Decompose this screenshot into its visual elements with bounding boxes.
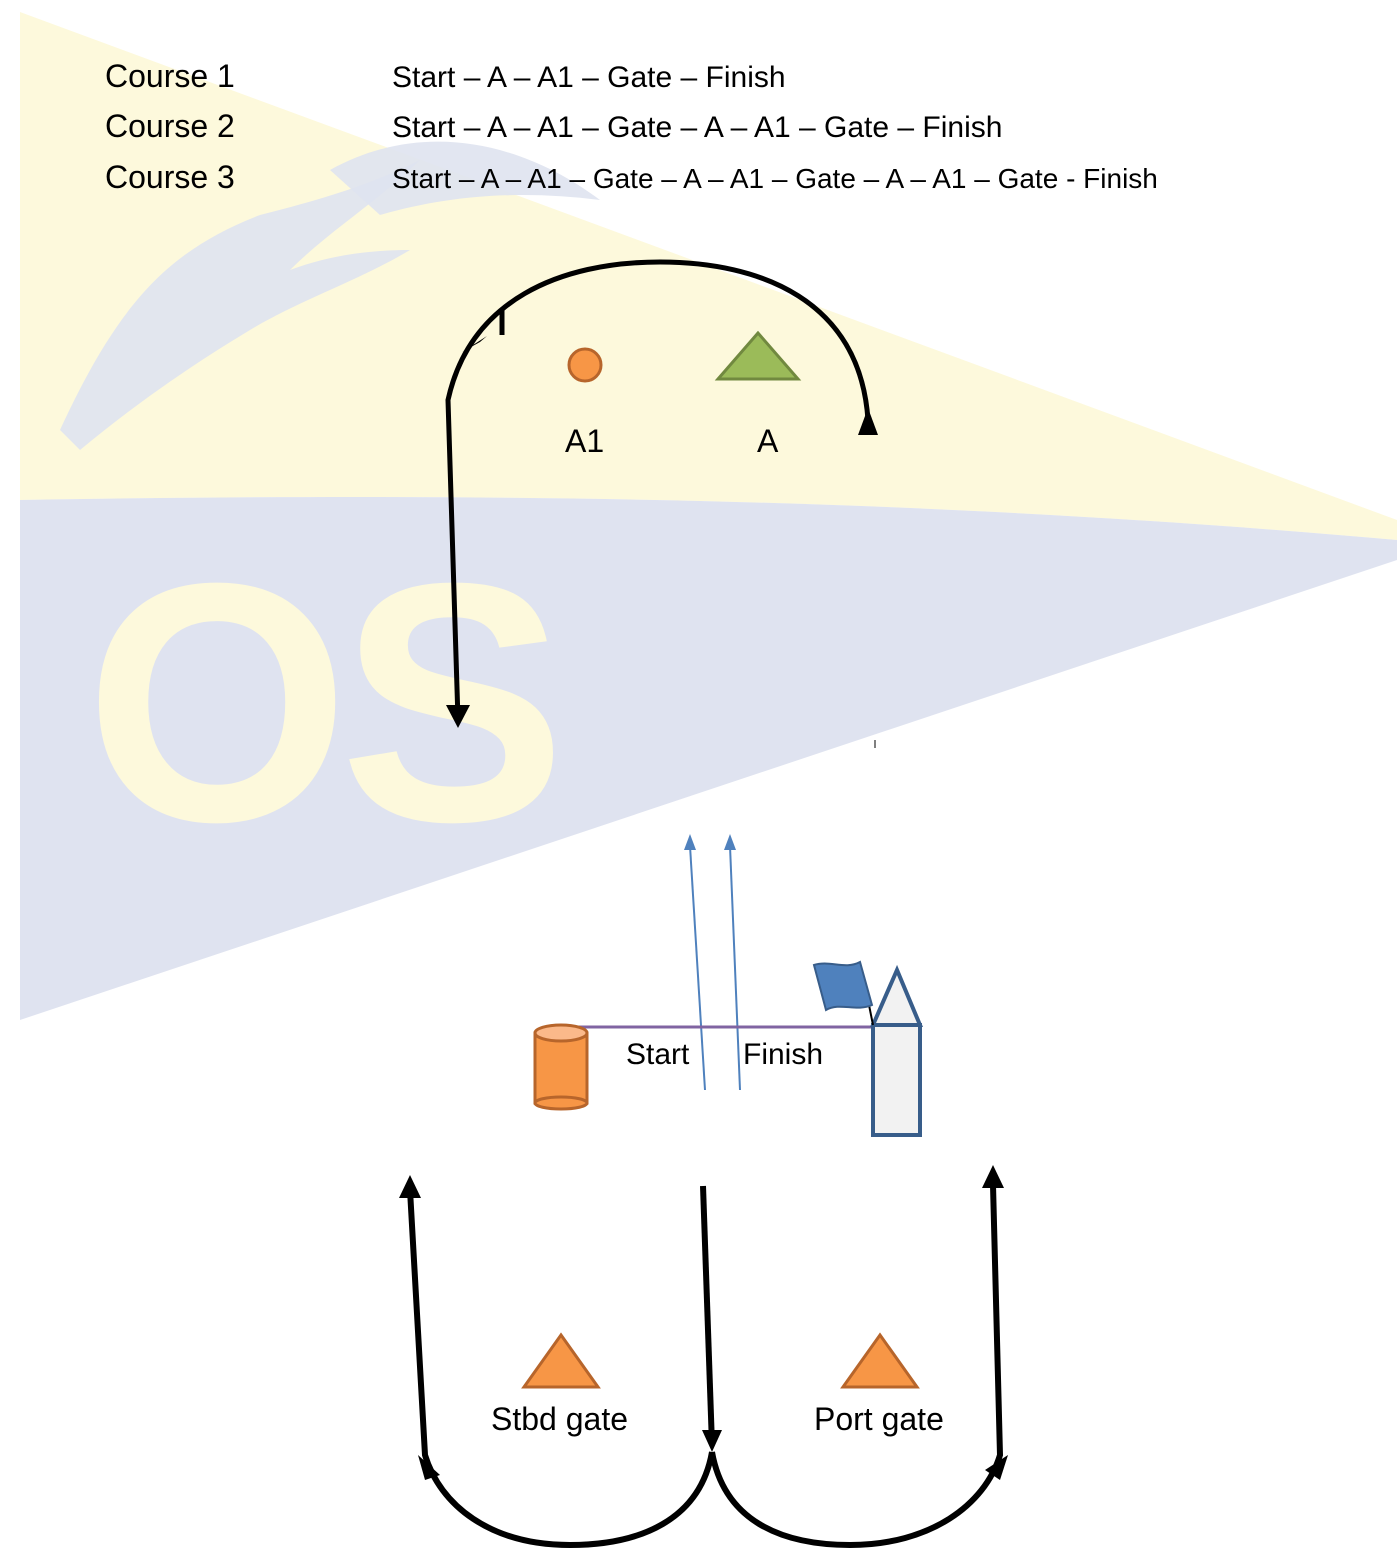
start-label: Start (626, 1038, 690, 1071)
windward-marks: A1 A (565, 330, 802, 459)
arc-arrowhead-left-icon (462, 336, 487, 352)
blue-arrow-left (689, 845, 706, 1091)
blue-flag-icon (812, 960, 874, 1012)
windward-rounding-path (445, 259, 878, 728)
gate-rounding-path (399, 1165, 1008, 1549)
start-finish-line: Start Finish (533, 740, 924, 1137)
mark-a1-label: A1 (565, 423, 604, 459)
course-2-route: Start – A – A1 – Gate – A – A1 – Gate – … (392, 111, 1002, 144)
blue-arrowhead-left-icon (684, 834, 696, 850)
course-1-label: Course 1 (105, 58, 235, 94)
blue-arrowhead-right-icon (724, 834, 736, 850)
bird-silhouette-icon (60, 160, 420, 450)
course-2-label: Course 2 (105, 108, 235, 144)
course-1-route: Start – A – A1 – Gate – Finish (392, 61, 786, 94)
port-gate-label: Port gate (814, 1401, 944, 1437)
pin-buoy-icon (533, 1023, 589, 1111)
stbd-gate-mark-icon (521, 1332, 601, 1389)
rounding-arc (445, 259, 871, 721)
downwind-arrowhead-icon (446, 705, 470, 728)
course-list: Course 1 Start – A – A1 – Gate – Finish … (105, 58, 1158, 195)
pennant-blue-band (20, 496, 1397, 1020)
blue-arrow-right (729, 845, 741, 1091)
stbd-loop-arrowhead-icon (418, 1455, 440, 1480)
center-downwind-leg (700, 1185, 715, 1446)
watermark-os: OS (85, 513, 557, 893)
port-upwind-arrowhead-icon (982, 1165, 1004, 1188)
pennant-yellow-band (20, 12, 1397, 540)
stbd-upwind-arrowhead-icon (399, 1175, 421, 1198)
stbd-gate-label: Stbd gate (491, 1401, 628, 1437)
port-gate-loop (709, 1184, 1004, 1549)
bird-wing-icon (330, 141, 600, 215)
start-direction-arrows (684, 834, 741, 1091)
committee-boat-icon (867, 964, 924, 1137)
port-loop-arrowhead-icon (985, 1455, 1008, 1480)
mark-a-icon (714, 330, 802, 381)
gate-marks: Stbd gate Port gate (491, 1332, 944, 1437)
center-arrowhead-icon (702, 1430, 722, 1452)
club-pennant-watermark: OS (20, 12, 1397, 1020)
finish-label: Finish (743, 1038, 823, 1071)
mark-a1-icon (567, 347, 603, 383)
course-3-label: Course 3 (105, 159, 235, 195)
port-gate-mark-icon (840, 1332, 920, 1389)
stbd-gate-loop (407, 1189, 715, 1549)
arc-arrowhead-icon (858, 408, 878, 435)
course-3-route: Start – A – A1 – Gate – A – A1 – Gate – … (392, 163, 1158, 194)
mark-a-label: A (757, 423, 779, 459)
